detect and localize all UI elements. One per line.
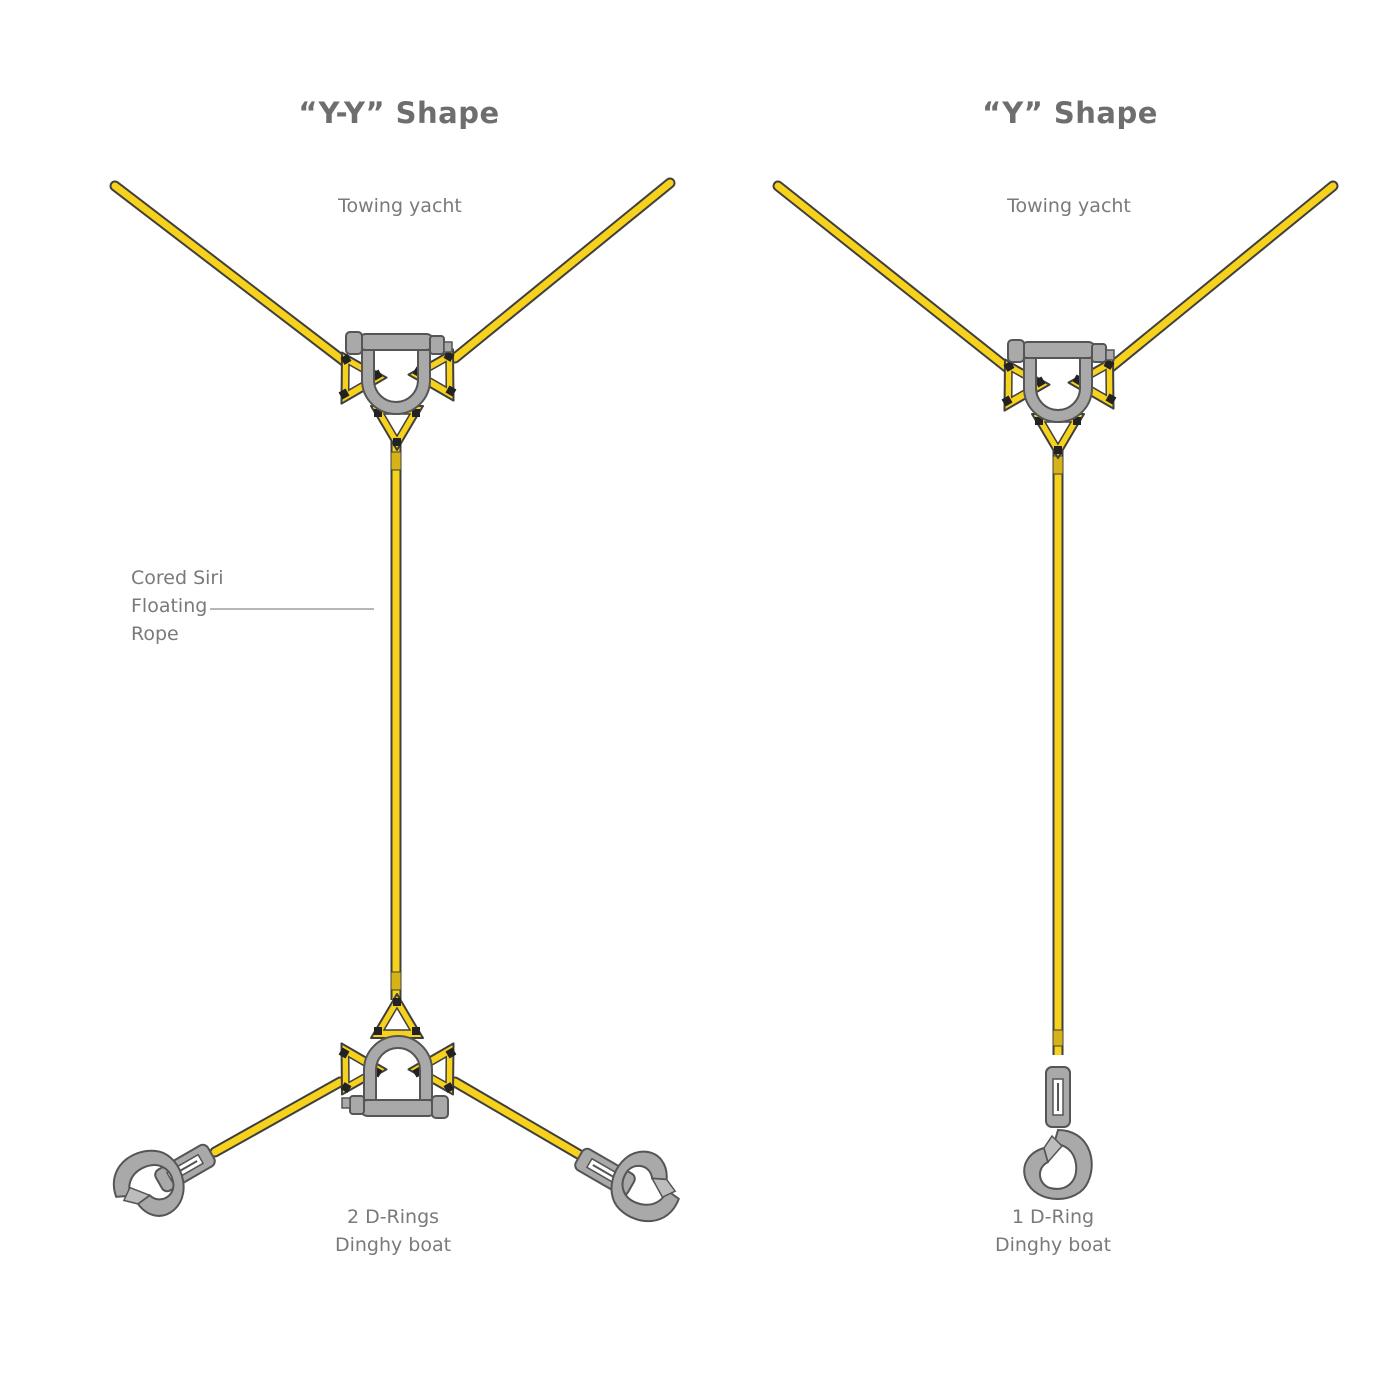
right-top-label: Towing yacht [1007, 195, 1131, 217]
rope-main [390, 440, 402, 1000]
hook-icon [601, 1142, 692, 1232]
top-junction [981, 339, 1137, 459]
hook-icon [103, 1140, 194, 1230]
bottom-junction [318, 993, 477, 1119]
rope-leg-bottom-left [209, 1076, 346, 1158]
top-junction [318, 331, 477, 451]
rope-leg-top-right [449, 177, 676, 364]
right-rope-assembly [772, 180, 1339, 1201]
hook-icon [1023, 1129, 1093, 1201]
rope-leg-bottom-right [449, 1076, 586, 1161]
rope-label-line: Floating [131, 595, 208, 617]
left-bottom-label-line: Dinghy boat [334, 1234, 452, 1256]
right-bottom-label-line: Dinghy boat [994, 1234, 1112, 1256]
left-bottom-label: 2 D-Rings Dinghy boat [243, 1203, 543, 1259]
swivel-icon [1045, 1066, 1071, 1128]
left-title: “Y-Y” Shape [298, 96, 500, 130]
rope-leg-top-left [109, 180, 351, 368]
rope-main [1052, 450, 1064, 1055]
rope-label-line: Rope [131, 623, 179, 645]
left-top-label: Towing yacht [338, 195, 462, 217]
right-bottom-label: 1 D-Ring Dinghy boat [903, 1203, 1203, 1259]
rope-leg-top-right [1104, 180, 1339, 374]
thimble-icon [370, 993, 424, 1039]
left-bottom-label-line: 2 D-Rings [346, 1206, 440, 1228]
rope-label-line: Cored Siri [131, 567, 224, 589]
rope-leg-top-left [772, 180, 1016, 376]
left-rope-assembly [103, 177, 692, 1232]
rope-label: Cored Siri Floating Rope [131, 564, 224, 648]
right-bottom-label-line: 1 D-Ring [1011, 1206, 1095, 1228]
right-title: “Y” Shape [982, 96, 1158, 130]
